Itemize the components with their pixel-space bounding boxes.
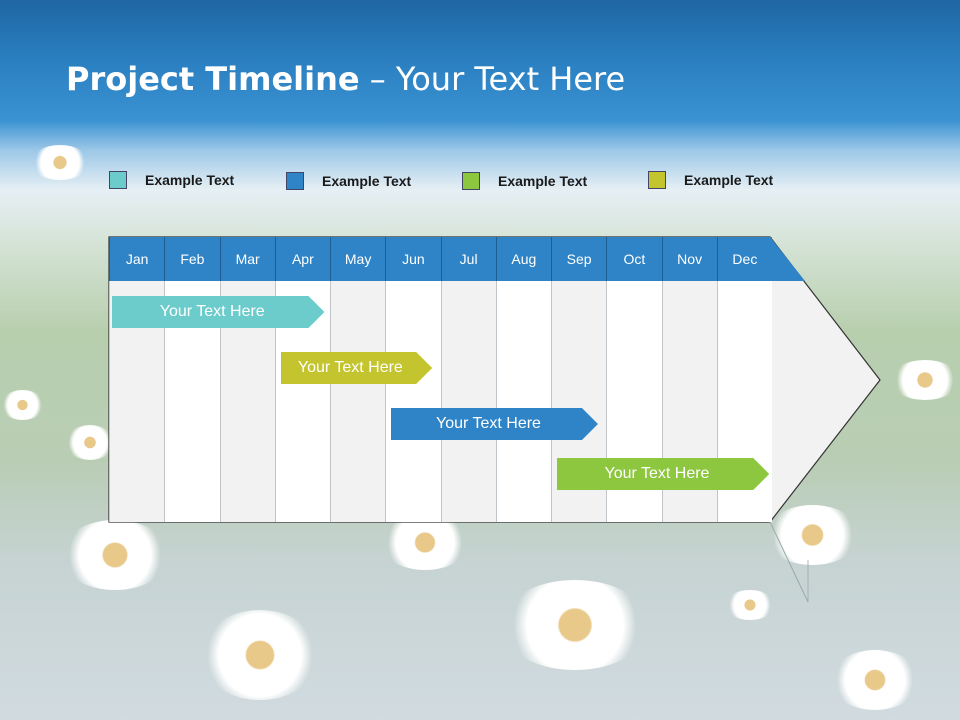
task-bar[interactable]: Your Text Here bbox=[557, 458, 769, 490]
daisy-decoration bbox=[60, 520, 170, 590]
month-header-dec: Dec bbox=[716, 237, 772, 281]
month-column bbox=[495, 281, 551, 522]
month-header-may: May bbox=[330, 237, 386, 281]
legend-label: Example Text bbox=[684, 172, 774, 188]
legend-label: Example Text bbox=[322, 173, 412, 189]
month-header-oct: Oct bbox=[606, 237, 662, 281]
legend-item: Example Text bbox=[286, 172, 411, 190]
month-header-sep: Sep bbox=[551, 237, 607, 281]
page-title: Project Timeline – Your Text Here bbox=[66, 60, 625, 98]
daisy-decoration bbox=[765, 505, 860, 565]
legend-item: Example Text bbox=[462, 172, 587, 190]
month-column bbox=[330, 281, 386, 522]
daisy-decoration bbox=[65, 425, 115, 460]
month-header-mar: Mar bbox=[219, 237, 275, 281]
month-column bbox=[440, 281, 496, 522]
daisy-decoration bbox=[380, 515, 470, 570]
daisy-decoration bbox=[0, 390, 45, 420]
legend-swatch bbox=[286, 172, 304, 190]
month-header-jul: Jul bbox=[440, 237, 496, 281]
daisy-decoration bbox=[200, 610, 320, 700]
daisy-decoration bbox=[500, 580, 650, 670]
month-header-jan: Jan bbox=[109, 237, 165, 281]
month-header-apr: Apr bbox=[274, 237, 330, 281]
task-bar[interactable]: Your Text Here bbox=[391, 408, 598, 440]
daisy-decoration bbox=[890, 360, 960, 400]
month-column bbox=[385, 281, 441, 522]
month-header-feb: Feb bbox=[164, 237, 220, 281]
legend-swatch bbox=[462, 172, 480, 190]
daisy-decoration bbox=[725, 590, 775, 620]
legend-item: Example Text bbox=[109, 171, 234, 189]
legend-item: Example Text bbox=[648, 171, 773, 189]
month-header-nov: Nov bbox=[661, 237, 717, 281]
task-bar[interactable]: Your Text Here bbox=[112, 296, 324, 328]
title-rest: – Your Text Here bbox=[359, 60, 626, 98]
arrow-reflection-line bbox=[769, 521, 809, 603]
daisy-decoration bbox=[30, 145, 90, 180]
timeline-arrow-header-tip bbox=[770, 237, 805, 281]
month-header-aug: Aug bbox=[495, 237, 551, 281]
legend-swatch bbox=[109, 171, 127, 189]
legend-label: Example Text bbox=[498, 173, 588, 189]
legend-label: Example Text bbox=[145, 172, 235, 188]
title-bold: Project Timeline bbox=[66, 60, 360, 98]
legend-swatch bbox=[648, 171, 666, 189]
daisy-decoration bbox=[830, 650, 920, 710]
task-bar[interactable]: Your Text Here bbox=[281, 352, 433, 384]
month-header-jun: Jun bbox=[385, 237, 441, 281]
